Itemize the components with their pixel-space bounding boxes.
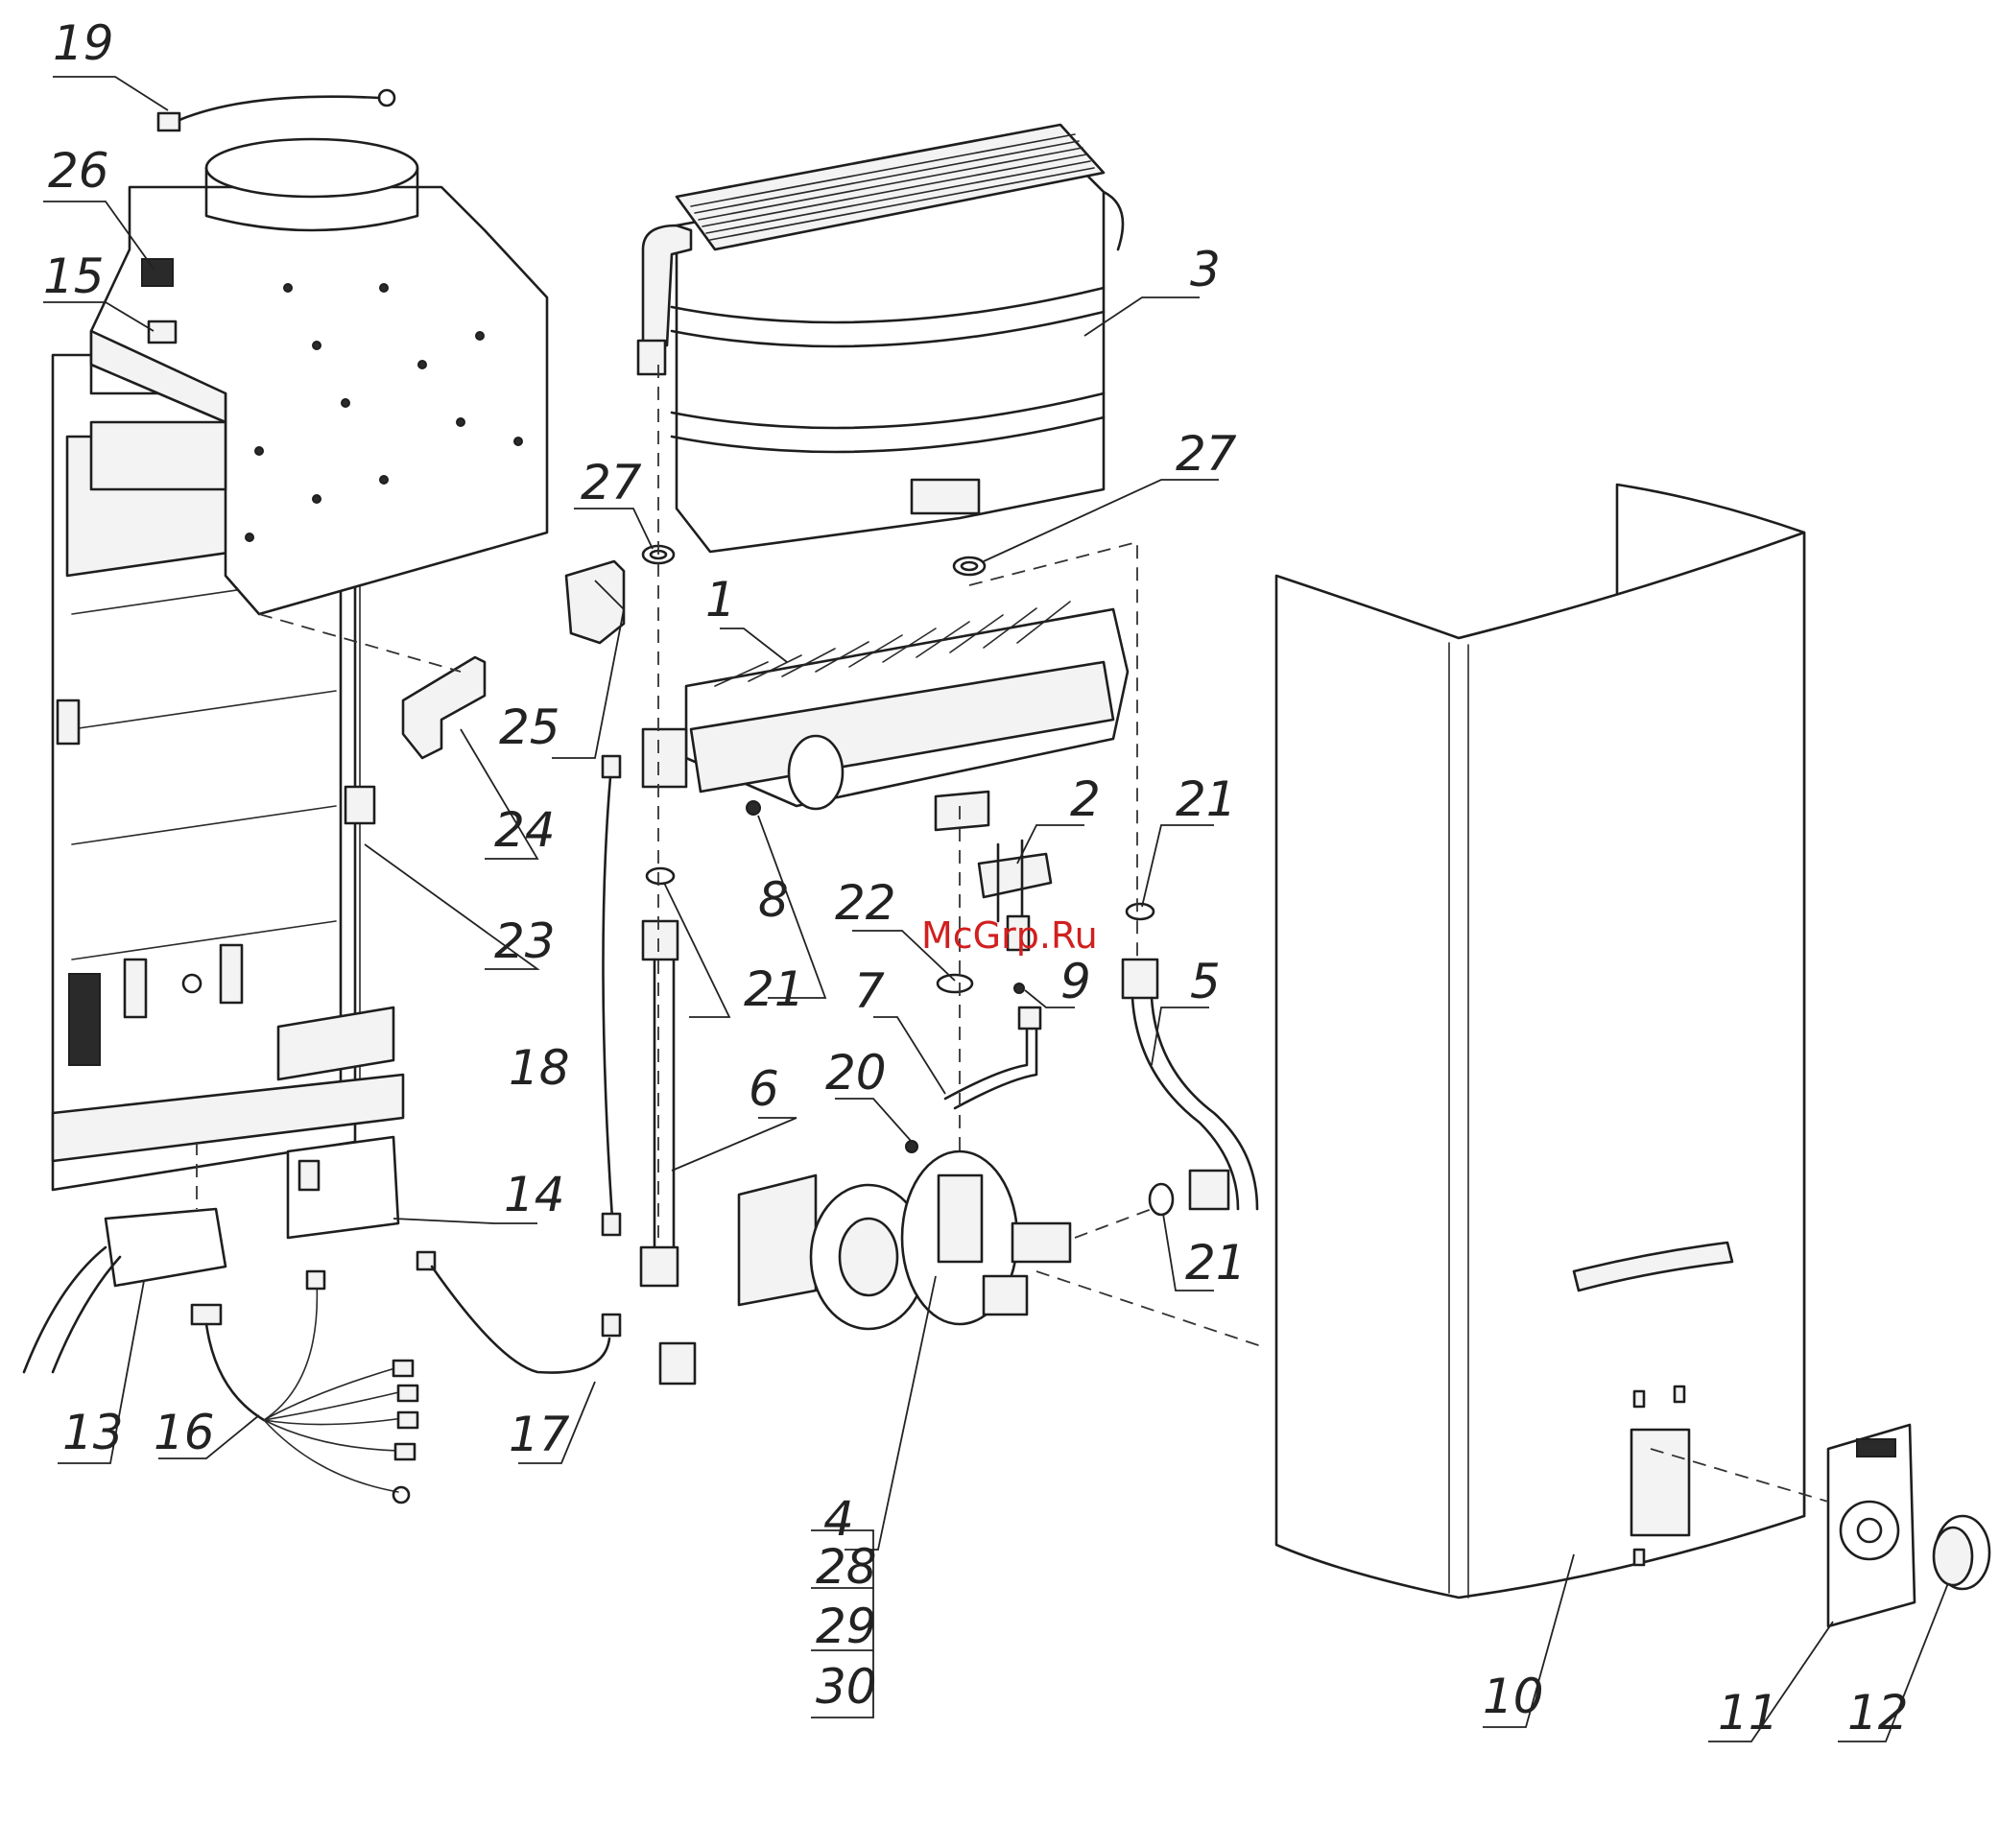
callout-28: 28 (816, 1539, 877, 1595)
callout-6: 6 (749, 1061, 779, 1117)
sensor-cable-19-part (158, 90, 394, 130)
callout-27-right: 27 (1176, 426, 1237, 482)
callout-17: 17 (509, 1407, 570, 1462)
heat-exchanger-part (638, 125, 1123, 552)
bracket-25-part (566, 561, 624, 643)
washer-27-right (954, 557, 985, 575)
burner-assembly-part (643, 602, 1128, 830)
callout-8: 8 (758, 872, 789, 928)
callout-9: 9 (1060, 954, 1091, 1009)
callout-19: 19 (53, 15, 114, 71)
callout-18: 18 (509, 1040, 570, 1096)
callout-5: 5 (1190, 954, 1221, 1009)
callout-21-left: 21 (744, 961, 805, 1017)
callout-25: 25 (499, 699, 560, 755)
callout-1: 1 (705, 572, 736, 628)
callout-24: 24 (494, 802, 556, 858)
nipple-20 (906, 1141, 917, 1152)
callout-27-left: 27 (581, 455, 642, 510)
callout-10: 10 (1483, 1669, 1544, 1724)
callout-30: 30 (816, 1659, 877, 1715)
block-13-part (24, 1209, 226, 1372)
control-panel-part (1828, 1425, 1915, 1626)
callout-23: 23 (494, 913, 556, 969)
callout-14: 14 (504, 1167, 565, 1222)
watermark-text: McGrp.Ru (921, 914, 1098, 957)
callout-26: 26 (48, 143, 109, 199)
seal-21-lower (1150, 1184, 1173, 1215)
callout-12: 12 (1847, 1685, 1909, 1741)
knob-12-part (1934, 1516, 1989, 1589)
callout-16: 16 (154, 1405, 215, 1460)
battery-box-14-part (288, 1137, 398, 1238)
wiring-harness-16-part (192, 1271, 417, 1503)
bracket-24-part (403, 657, 485, 758)
callout-15: 15 (43, 249, 105, 304)
gas-valve-part (739, 1151, 1070, 1329)
callout-22: 22 (835, 875, 896, 931)
callout-3: 3 (1190, 242, 1221, 297)
callout-2: 2 (1070, 771, 1101, 827)
callout-21-lower: 21 (1185, 1235, 1247, 1291)
callout-29: 29 (816, 1599, 877, 1654)
callout-13: 13 (62, 1405, 124, 1460)
front-cover-part (1276, 485, 1804, 1598)
callout-21-right: 21 (1176, 771, 1237, 827)
pipe-6-part (641, 921, 695, 1384)
cable-18-part (603, 756, 620, 1235)
seal-21-right (1127, 904, 1154, 919)
callout-20: 20 (825, 1045, 887, 1101)
callout-7: 7 (854, 963, 885, 1019)
nozzle-9 (1014, 983, 1024, 993)
cable-17-part (417, 1252, 620, 1373)
callout-11: 11 (1718, 1685, 1779, 1741)
seal-21-left (647, 868, 674, 884)
seal-22 (938, 975, 972, 992)
